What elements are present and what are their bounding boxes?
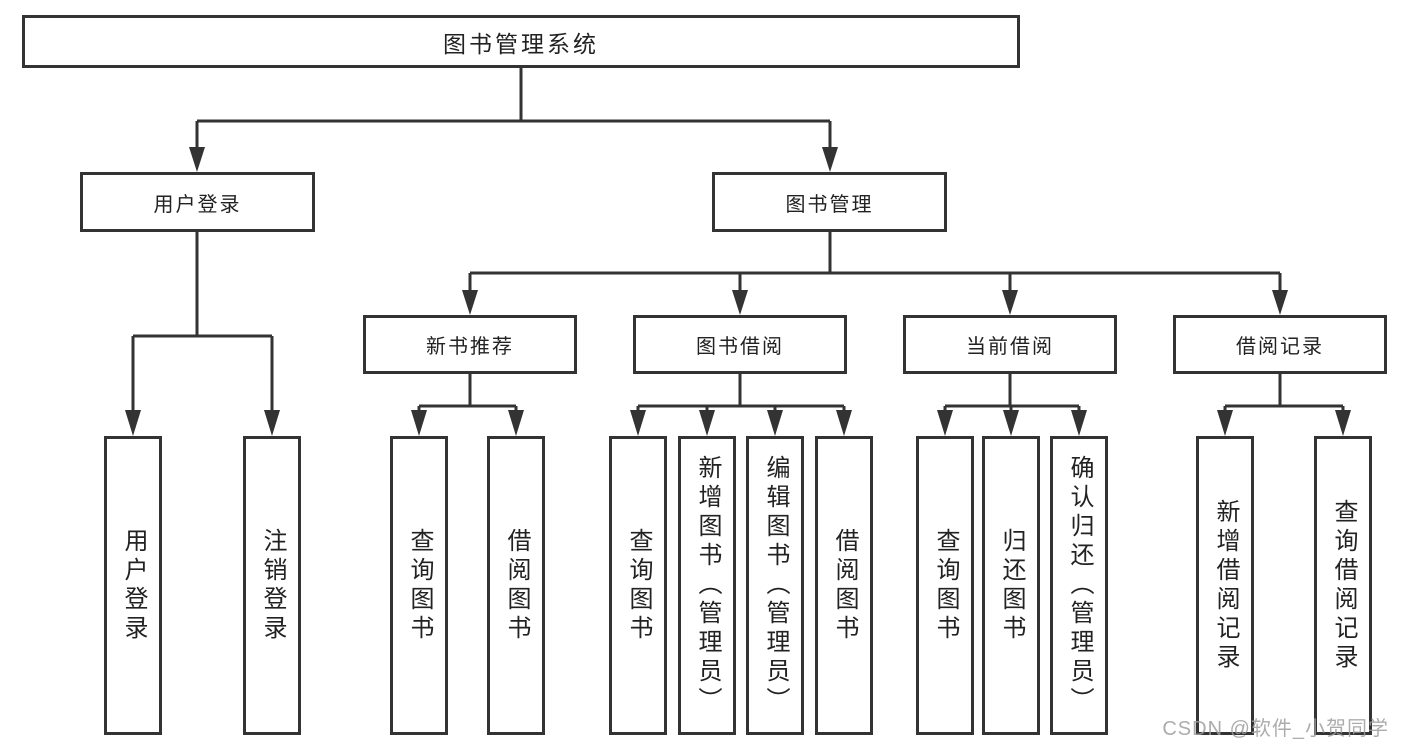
arrow-leaf-return-books	[1003, 410, 1019, 436]
arrowheads	[125, 147, 1351, 436]
node-book-borrow-label: 图书借阅	[696, 336, 784, 358]
arrow-leaf-user-login	[125, 410, 141, 436]
node-new-book-recommend: 新书推荐	[363, 315, 577, 374]
connector-user-login-rail	[131, 232, 274, 412]
leaf-edit-book-admin-label: 编辑图书（管理员）	[762, 455, 789, 716]
node-user-login: 用户登录	[80, 172, 315, 232]
leaf-user-login: 用户登录	[104, 436, 162, 735]
arrow-to-current-borrow	[1002, 290, 1018, 315]
arrow-to-user-login	[189, 147, 205, 172]
arrow-leaf-query-record	[1335, 410, 1351, 436]
leaf-add-book-admin: 新增图书（管理员）	[678, 436, 736, 735]
node-current-borrow: 当前借阅	[903, 315, 1117, 374]
leaf-query-books-2-label: 查询图书	[625, 527, 652, 644]
arrow-leaf-logout	[264, 410, 280, 436]
arrow-to-book-management	[822, 147, 838, 172]
node-borrow-records-label: 借阅记录	[1236, 336, 1324, 358]
node-new-book-recommend-label: 新书推荐	[426, 336, 514, 358]
node-book-management-label: 图书管理	[785, 193, 874, 216]
node-user-login-label: 用户登录	[153, 193, 242, 216]
leaf-query-books-1-label: 查询图书	[406, 527, 433, 644]
leaf-borrow-books-2: 借阅图书	[815, 436, 873, 735]
leaf-add-book-admin-label: 新增图书（管理员）	[694, 455, 721, 716]
arrow-leaf-add-record	[1217, 410, 1233, 436]
leaf-borrow-books-2-label: 借阅图书	[831, 527, 858, 644]
leaf-logout: 注销登录	[243, 436, 301, 735]
node-root-label: 图书管理系统	[443, 30, 599, 57]
leaf-confirm-return-admin-label: 确认归还（管理员）	[1066, 455, 1093, 716]
arrow-leaf-borrow-books-1	[508, 410, 524, 436]
leaf-logout-label: 注销登录	[259, 527, 286, 644]
connector-book-management-rail	[468, 232, 1282, 292]
arrow-to-book-borrow	[732, 290, 748, 315]
node-book-management: 图书管理	[712, 172, 947, 232]
leaf-add-borrow-record: 新增借阅记录	[1196, 436, 1254, 735]
leaf-query-borrow-record: 查询借阅记录	[1314, 436, 1372, 735]
connector-book-borrow-rail	[636, 374, 846, 412]
leaf-borrow-books-1-label: 借阅图书	[503, 527, 530, 644]
node-root: 图书管理系统	[22, 15, 1020, 68]
connector-borrow-records-rail	[1223, 374, 1345, 412]
leaf-return-books: 归还图书	[982, 436, 1040, 735]
leaf-user-login-label: 用户登录	[120, 527, 147, 644]
arrow-to-new-book	[462, 290, 478, 315]
node-book-borrow: 图书借阅	[633, 315, 847, 374]
leaf-query-books-3-label: 查询图书	[932, 527, 959, 644]
leaf-query-books-1: 查询图书	[390, 436, 448, 735]
leaf-query-books-2: 查询图书	[609, 436, 667, 735]
leaf-query-borrow-record-label: 查询借阅记录	[1330, 498, 1357, 673]
connector-root-rail	[195, 68, 832, 150]
leaf-edit-book-admin: 编辑图书（管理员）	[746, 436, 804, 735]
arrow-leaf-confirm-return	[1071, 410, 1087, 436]
csdn-watermark: CSDN @软件_小贺同学	[1162, 718, 1389, 740]
connector-current-borrow-rail	[943, 374, 1081, 412]
arrow-leaf-borrow-books-2	[836, 410, 852, 436]
leaf-query-books-3: 查询图书	[916, 436, 974, 735]
node-borrow-records: 借阅记录	[1173, 315, 1387, 374]
node-current-borrow-label: 当前借阅	[966, 336, 1054, 358]
connector-new-book-rail	[417, 374, 518, 412]
leaf-confirm-return-admin: 确认归还（管理员）	[1050, 436, 1108, 735]
leaf-return-books-label: 归还图书	[998, 527, 1025, 644]
leaf-borrow-books-1: 借阅图书	[487, 436, 545, 735]
arrow-leaf-edit-book	[767, 410, 783, 436]
arrow-to-borrow-records	[1272, 290, 1288, 315]
leaf-add-borrow-record-label: 新增借阅记录	[1212, 498, 1239, 673]
arrow-leaf-add-book	[699, 410, 715, 436]
arrow-leaf-query-books-3	[937, 410, 953, 436]
arrow-leaf-query-books-1	[411, 410, 427, 436]
arrow-leaf-query-books-2	[630, 410, 646, 436]
